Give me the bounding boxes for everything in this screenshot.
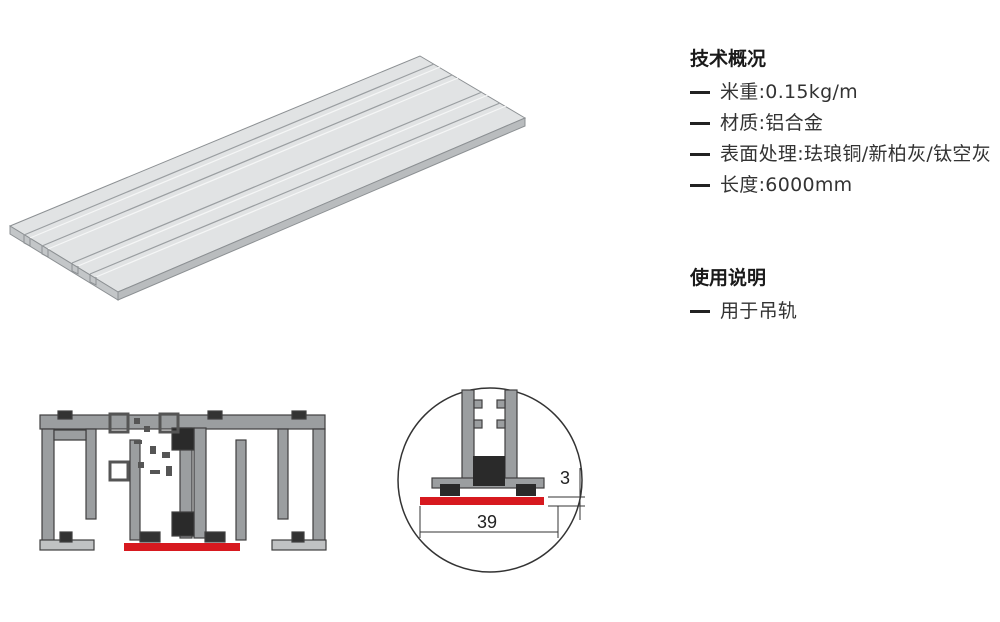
usage-section: 使用说明 用于吊轨 (690, 263, 995, 327)
rail-profile-3d (8, 55, 527, 301)
red-floor-track (124, 543, 240, 551)
dimension-width-label: 39 (477, 512, 497, 532)
product-illustration: 39 3 (8, 55, 585, 573)
spec-weight: 米重:0.15kg/m (690, 77, 995, 108)
dimension-height-label: 3 (560, 468, 570, 488)
usage-title: 使用说明 (690, 267, 767, 289)
specs-title: 技术概况 (690, 48, 767, 70)
specs-list: 米重:0.15kg/m 材质:铝合金 表面处理:珐琅铜/新柏灰/钛空灰 长度:6… (690, 77, 995, 201)
usage-item: 用于吊轨 (690, 296, 995, 327)
detail-magnifier (397, 387, 585, 573)
spec-panel: 技术概况 米重:0.15kg/m 材质:铝合金 表面处理:珐琅铜/新柏灰/钛空灰… (690, 44, 995, 327)
qr-code-pattern (108, 412, 180, 482)
detail-red-track (420, 497, 544, 505)
spec-material: 材质:铝合金 (690, 108, 995, 139)
usage-list: 用于吊轨 (690, 296, 995, 327)
spec-finish: 表面处理:珐琅铜/新柏灰/钛空灰 (690, 139, 995, 170)
spec-length: 长度:6000mm (690, 170, 995, 201)
door-system-section (39, 410, 327, 551)
